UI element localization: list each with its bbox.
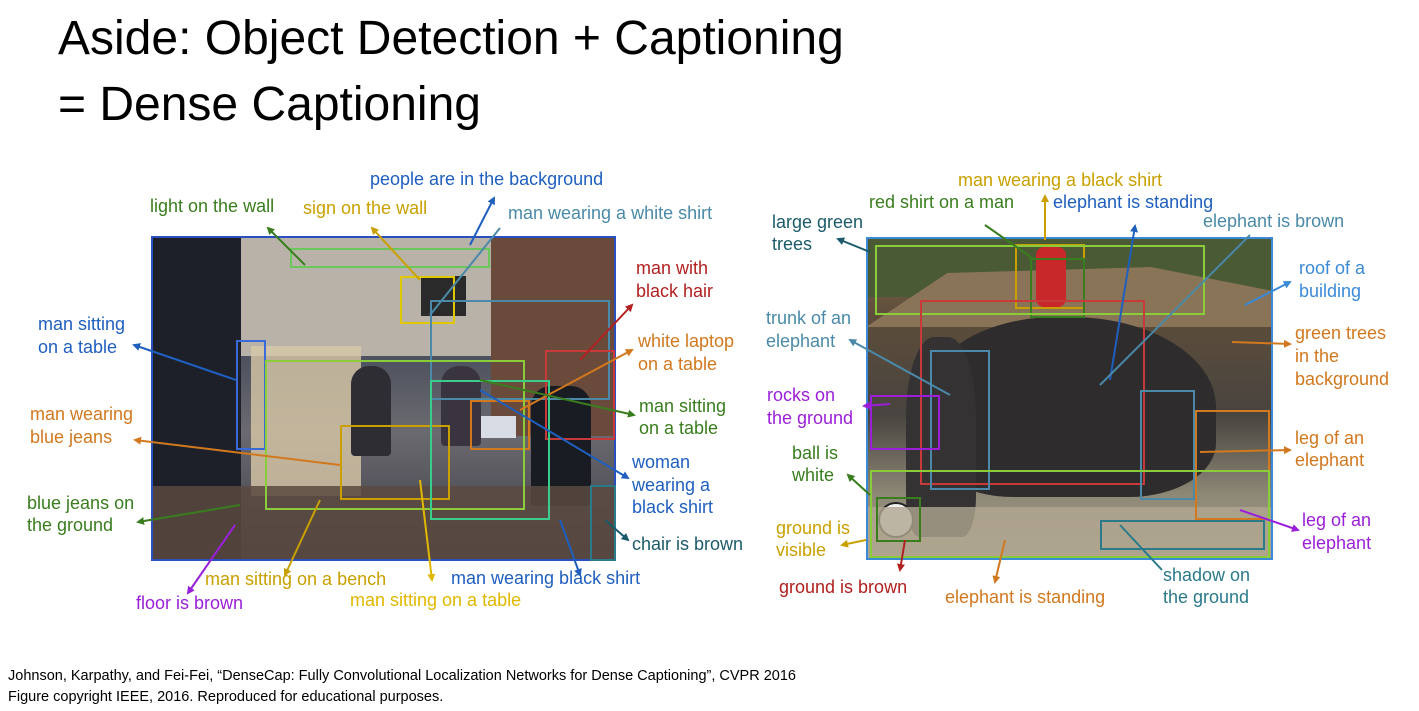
box-red-shirt [1030, 258, 1085, 318]
caption-white-shirt: man wearing a white shirt [508, 203, 713, 223]
caption-r-elephant-1: elephant [766, 331, 836, 351]
slide-title-line-1: Aside: Object Detection + Captioning [58, 12, 844, 65]
caption-r-the-ground-2: the ground [1163, 587, 1250, 607]
caption-r-trunk: trunk of an [766, 308, 852, 328]
caption-man-with: man with [636, 258, 709, 278]
caption-r-green-trees: green trees [1295, 323, 1387, 343]
caption-r-standing: elephant is standing [1053, 192, 1214, 212]
caption-sitting-table-4: man sitting on a table [350, 590, 522, 610]
box-shadow [1100, 520, 1265, 550]
caption-r-background: background [1295, 369, 1390, 389]
caption-on-table-3: on a table [639, 418, 719, 438]
caption-r-elephant-3: elephant [1302, 533, 1372, 553]
box-bench [340, 425, 450, 500]
caption-r-large-green: large green [772, 212, 864, 232]
caption-floor: floor is brown [136, 593, 244, 613]
box-man-black-hair [545, 350, 615, 440]
box-rocks [870, 395, 940, 450]
box-trunk [930, 350, 990, 490]
caption-r-trees: trees [772, 234, 813, 254]
caption-r-leg-1: leg of an [1295, 428, 1365, 448]
citation-line-1: Johnson, Karpathy, and Fei-Fei, “DenseCa… [8, 668, 796, 684]
caption-wearing-a: wearing a [632, 475, 711, 495]
box-man-sitting-table [236, 340, 266, 450]
caption-man-wearing: man wearing [30, 404, 134, 424]
caption-r-rocks: rocks on [767, 385, 836, 405]
caption-r-ground-is: ground is [776, 518, 851, 538]
caption-r-black-shirt: man wearing a black shirt [958, 170, 1163, 190]
caption-r-leg-2: leg of an [1302, 510, 1372, 530]
caption-chair-brown: chair is brown [632, 534, 744, 554]
caption-r-roof: roof of a [1299, 258, 1366, 278]
box-leg-far [1140, 390, 1195, 500]
caption-black-shirt-2: man wearing black shirt [451, 568, 641, 588]
caption-bench: man sitting on a bench [205, 569, 387, 589]
caption-r-ground-brown: ground is brown [779, 577, 908, 597]
arrow-r-ground-visible [840, 539, 867, 548]
caption-r-brown: elephant is brown [1203, 211, 1345, 231]
caption-man-sitting-1: man sitting [38, 314, 126, 334]
caption-black-hair: black hair [636, 281, 714, 301]
caption-r-elephant-2: elephant [1295, 450, 1365, 470]
caption-blue-jeans: blue jeans [30, 427, 113, 447]
caption-r-shadow: shadow on [1163, 565, 1251, 585]
citation-footer: Johnson, Karpathy, and Fei-Fei, “DenseCa… [8, 666, 796, 708]
caption-r-elephant-standing: elephant is standing [945, 587, 1106, 607]
box-ball [876, 497, 921, 542]
caption-white-laptop: white laptop [638, 331, 735, 351]
caption-on-table-1: on a table [38, 337, 118, 357]
caption-man-sitting-2: man sitting [639, 396, 727, 416]
citation-line-2: Figure copyright IEEE, 2016. Reproduced … [8, 689, 444, 705]
caption-sign-wall: sign on the wall [303, 198, 428, 218]
caption-jeans-on: blue jeans on [27, 493, 135, 513]
box-woman [430, 380, 550, 520]
caption-r-in-the: in the [1295, 346, 1340, 366]
caption-light-wall: light on the wall [150, 196, 275, 216]
caption-r-white: white [792, 465, 835, 485]
slide-title-line-2: = Dense Captioning [58, 78, 481, 131]
slide-title: Aside: Object Detection + Captioning = D… [58, 6, 844, 138]
caption-the-ground-l: the ground [27, 515, 114, 535]
caption-r-red-shirt: red shirt on a man [869, 192, 1015, 212]
caption-r-visible: visible [776, 540, 827, 560]
caption-r-ball: ball is [792, 443, 839, 463]
box-chair [590, 485, 616, 561]
caption-people-background: people are in the background [370, 169, 604, 189]
box-elephant [866, 237, 1273, 560]
box-light-wall [290, 248, 490, 268]
box-leg-right [1195, 410, 1270, 520]
caption-r-building: building [1299, 281, 1362, 301]
caption-black-shirt: black shirt [632, 497, 714, 517]
caption-on-table-2: on a table [638, 354, 718, 374]
caption-woman: woman [632, 452, 691, 472]
caption-r-the-ground: the ground [767, 408, 854, 428]
